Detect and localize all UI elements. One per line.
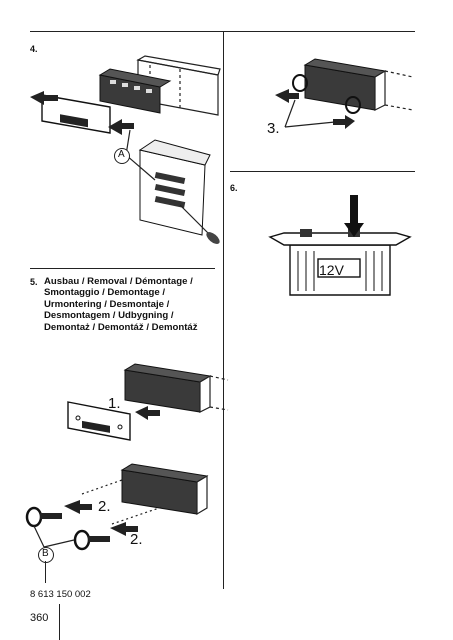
column-divider	[223, 31, 224, 589]
callout-a-circle	[114, 148, 130, 164]
part-number: 8 613 150 002	[30, 589, 91, 600]
callout-a-label: A	[118, 149, 125, 160]
section-5-number: 5.	[30, 277, 38, 287]
section-5-rule	[30, 268, 215, 269]
battery-voltage-label: 12V	[319, 262, 344, 278]
step-2-label-upper: 2.	[98, 498, 111, 515]
section-4-number: 4.	[30, 44, 38, 54]
heading-line: Ausbau / Removal / Démontage /	[44, 276, 193, 287]
page-number: 360	[30, 612, 49, 624]
heading-line: Desmontagem / Udbygning /	[44, 310, 174, 322]
callout-b-leader	[45, 561, 46, 583]
section-6-number: 6.	[230, 183, 238, 193]
step-3-label: 3.	[267, 120, 280, 137]
heading-line: Smontaggio / Demontage /	[44, 287, 165, 299]
section-5-heading: Ausbau / Removal / Démontage / Smontaggi…	[44, 276, 198, 333]
callout-b-label: B	[42, 548, 49, 559]
removal-radio-illustration	[30, 55, 221, 244]
step-1-label: 1.	[108, 395, 121, 412]
step-2-label-lower: 2.	[130, 531, 143, 548]
section-6-rule	[230, 171, 415, 172]
heading-line: Urmontering / Desmontaje /	[44, 298, 170, 310]
battery-illustration	[268, 195, 412, 296]
top-rule	[30, 31, 415, 33]
unlock-keys-illustration	[25, 463, 209, 551]
radio-unlock-illustration	[275, 58, 414, 129]
callout-b-circle	[38, 547, 54, 563]
footer-page-rule	[59, 604, 61, 640]
faceplate-removal-illustration	[67, 363, 229, 441]
heading-line: Demontaż / Demontáž / Demontáž	[44, 321, 198, 333]
